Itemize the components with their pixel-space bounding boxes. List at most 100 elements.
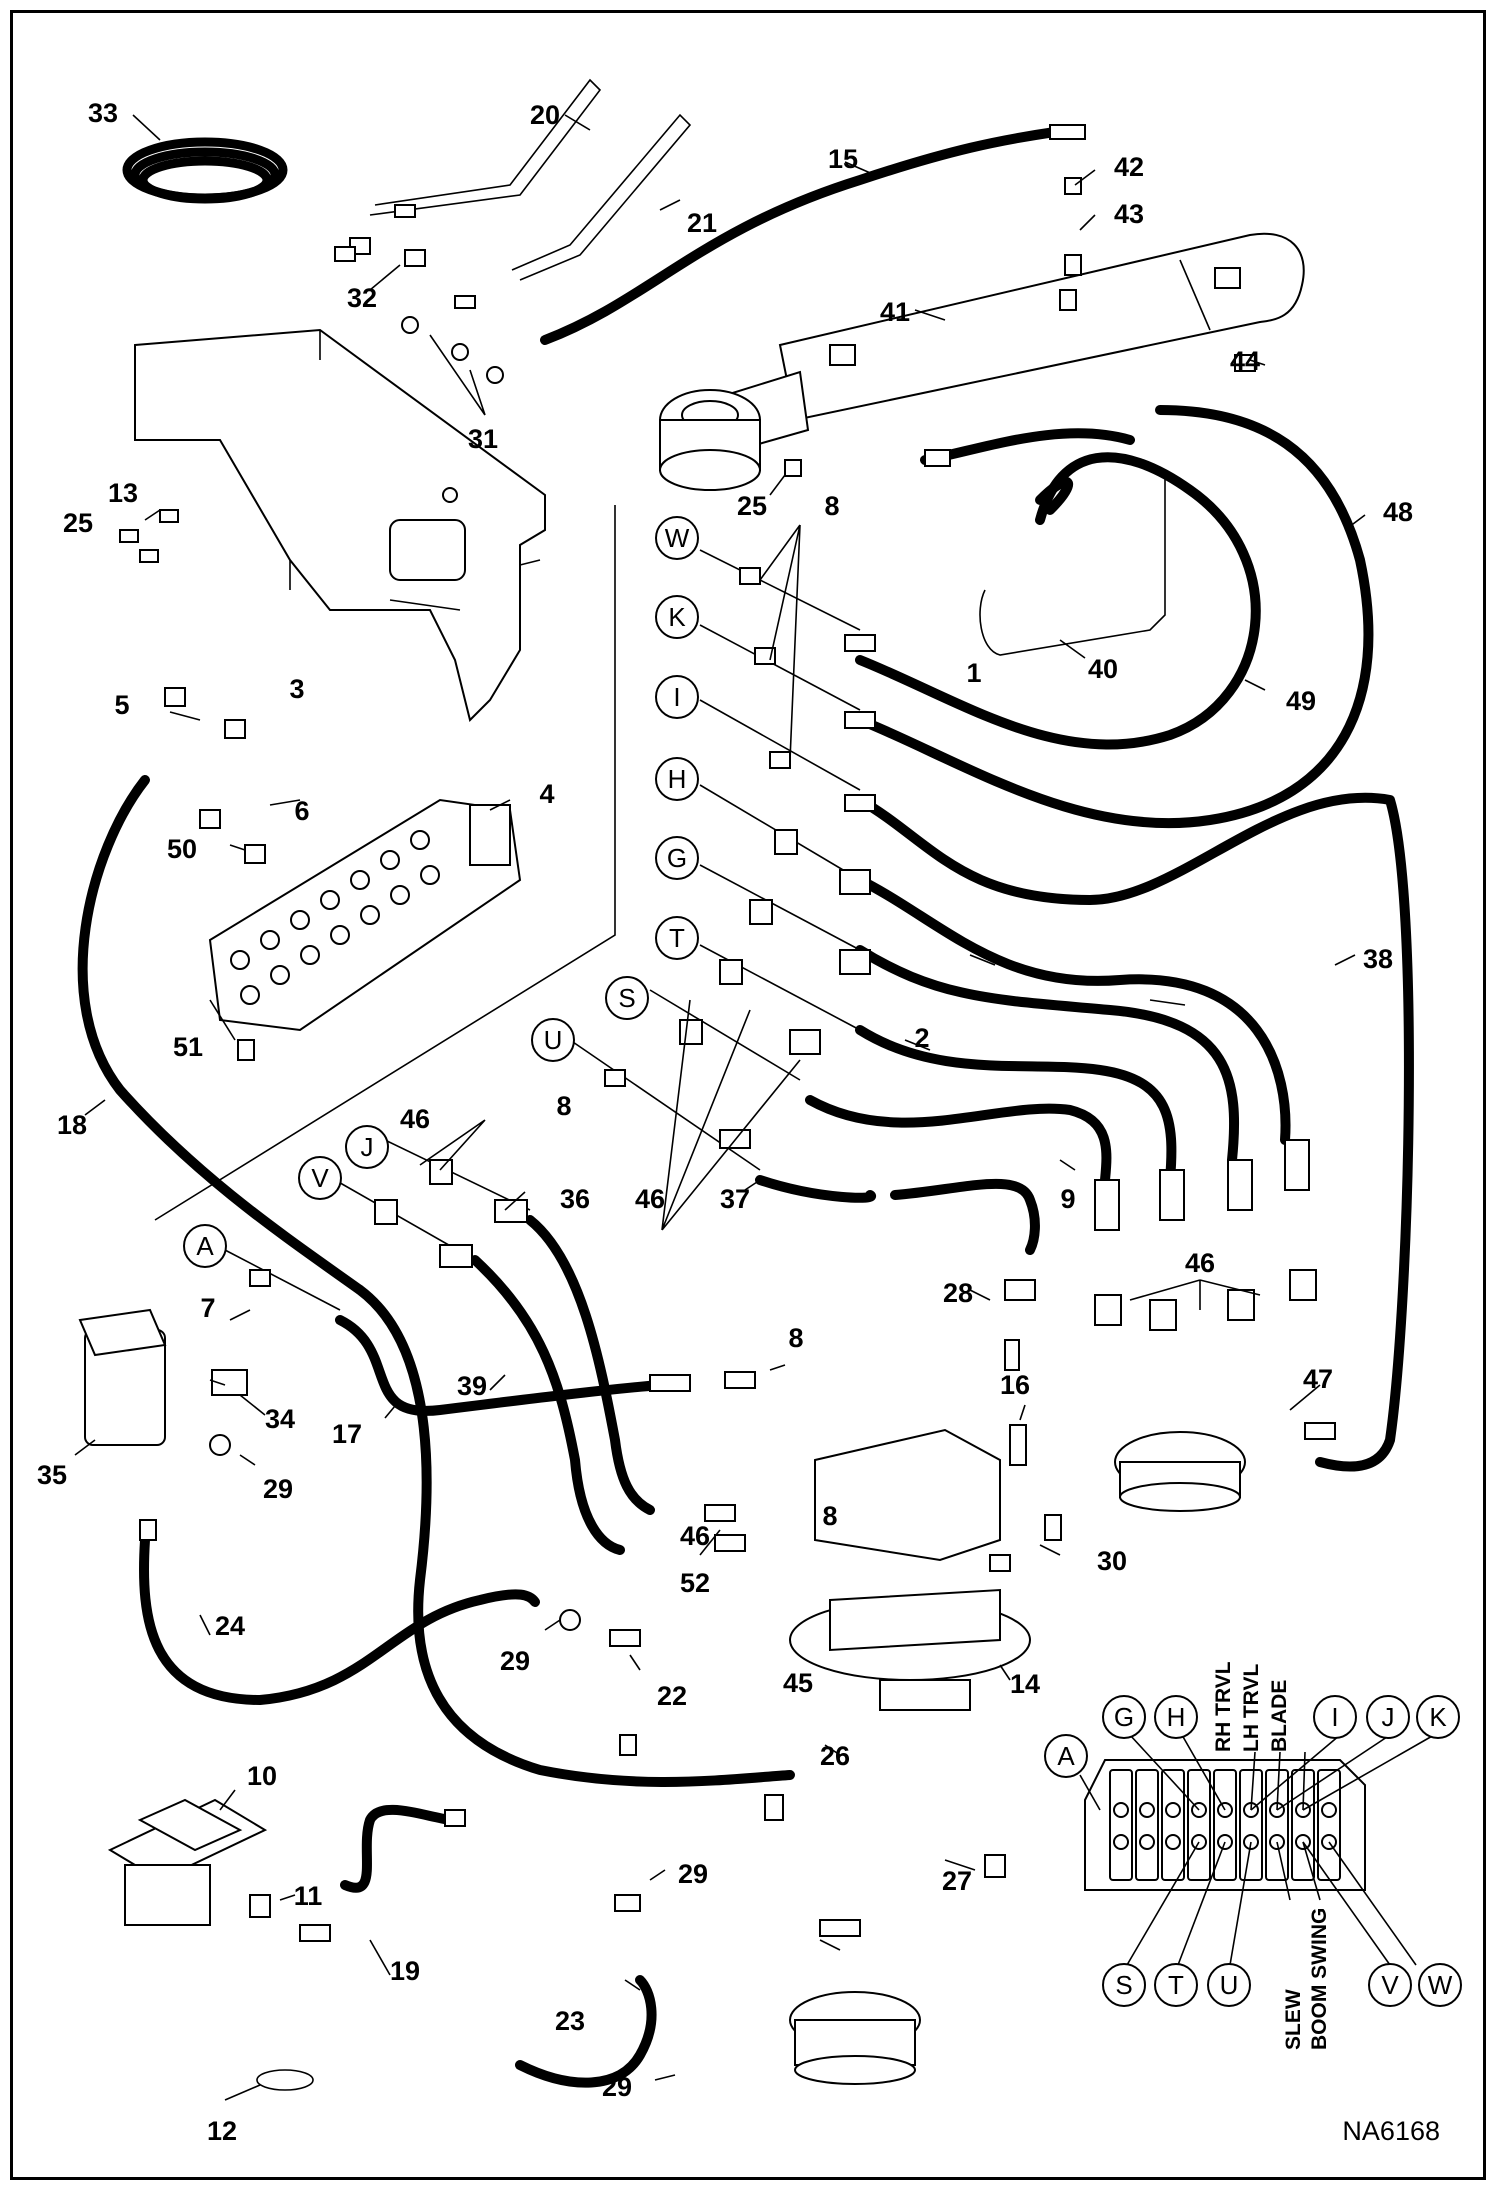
swing-motor: [789, 1428, 1031, 1711]
legend-vertical-label: LH TRVL: [1240, 1664, 1263, 1752]
part-number: 50: [167, 834, 197, 864]
part-number: 6: [294, 796, 309, 826]
part-number: 52: [680, 1568, 710, 1598]
port-letter: V: [311, 1163, 329, 1193]
part-number: 22: [657, 1681, 687, 1711]
part-number: 26: [820, 1741, 850, 1771]
clamp: [256, 2069, 314, 2091]
part-number: 11: [294, 1881, 323, 1911]
part-number: 45: [783, 1668, 813, 1698]
part-number: 8: [788, 1323, 803, 1353]
legend-port-letter: G: [1114, 1702, 1134, 1732]
legend-port-letter: K: [1429, 1702, 1447, 1732]
hose-36: [525, 1215, 655, 1515]
part-number: 34: [265, 1404, 295, 1434]
rotary-joint-lower: [789, 1991, 921, 2085]
part-number: 46: [1185, 1248, 1215, 1278]
part-number: 49: [1286, 686, 1316, 716]
fittings: [119, 177, 1336, 1942]
part-number: 12: [207, 2116, 237, 2146]
part-number: 20: [530, 100, 560, 130]
port-letter: G: [667, 843, 687, 873]
part-number: 2: [914, 1023, 929, 1053]
part-number: 35: [37, 1460, 67, 1490]
part-number: 39: [457, 1371, 487, 1401]
hose-2: [855, 1025, 1177, 1185]
part-number: 42: [1114, 152, 1144, 182]
part-number: 8: [822, 1501, 837, 1531]
port-letter: J: [361, 1132, 374, 1162]
boom-cylinder: [659, 232, 1305, 491]
part-number: 15: [828, 144, 858, 174]
part-number: 41: [880, 297, 910, 327]
port-letter: T: [669, 923, 685, 953]
pedal-block: [107, 1798, 268, 1926]
part-number: 9: [1060, 1184, 1075, 1214]
part-number: 19: [390, 1956, 420, 1986]
part-number: 27: [942, 1866, 972, 1896]
part-number: 29: [500, 1646, 530, 1676]
part-number: 1: [966, 658, 981, 688]
port-letter: U: [544, 1025, 563, 1055]
rotary-joint: [1114, 1431, 1246, 1512]
legend-port-letter: I: [1331, 1702, 1338, 1732]
legend-vertical-label: BLADE: [1268, 1680, 1291, 1752]
part-number: 32: [347, 283, 377, 313]
hose-48: [855, 405, 1374, 829]
hose-24: [138, 1535, 540, 1705]
part-number: 8: [556, 1091, 571, 1121]
part-number: 37: [720, 1184, 750, 1214]
part-number: 46: [400, 1104, 430, 1134]
part-number: 25: [63, 508, 93, 538]
legend-port-letter: T: [1168, 1970, 1184, 2000]
part-number: 29: [678, 1859, 708, 1889]
part-number: 5: [114, 690, 129, 720]
legend-port-letter: W: [1428, 1970, 1453, 2000]
hose-9: [805, 1095, 1112, 1185]
port-letter: W: [665, 523, 690, 553]
part-number: 13: [108, 478, 138, 508]
part-number: 10: [247, 1761, 277, 1791]
part-number: 43: [1114, 199, 1144, 229]
legend-vertical-label: SLEW: [1282, 1989, 1305, 2050]
hose-15: [540, 127, 1060, 345]
part-number: 46: [680, 1521, 710, 1551]
legend-port-letter: U: [1220, 1970, 1239, 2000]
part-number: 33: [88, 98, 118, 128]
legend-port-letter: H: [1167, 1702, 1186, 1732]
part-number: 38: [1363, 944, 1393, 974]
hose-1a: [855, 875, 1291, 1145]
port-letter: S: [618, 983, 635, 1013]
part-number: 44: [1230, 346, 1260, 376]
legend-vertical-label: RH TRVL: [1212, 1661, 1235, 1752]
legend-port-a: A: [1057, 1741, 1075, 1771]
hose-18: [77, 775, 795, 1787]
part-number: 18: [57, 1110, 87, 1140]
part-number: 28: [943, 1278, 973, 1308]
part-number: 21: [687, 208, 717, 238]
legend-port-letter: V: [1381, 1970, 1399, 2000]
part-number: 29: [263, 1474, 293, 1504]
legend-port-letter: S: [1115, 1970, 1132, 2000]
part-number: 17: [332, 1419, 362, 1449]
legend-vertical-label: BOOM SWING: [1308, 1908, 1331, 2050]
part-number: 48: [1383, 497, 1413, 527]
part-number: 46: [635, 1184, 665, 1214]
legend-port-letter: J: [1382, 1702, 1395, 1732]
part-number: 4: [539, 779, 554, 809]
part-number: 31: [468, 424, 498, 454]
port-circles: W K I H G T S U J V A: [183, 516, 699, 1268]
hose-39: [470, 1255, 625, 1555]
part-number: 51: [173, 1032, 203, 1062]
hose-37b: [890, 1178, 1040, 1255]
part-number: 30: [1097, 1546, 1127, 1576]
part-number: 47: [1303, 1364, 1333, 1394]
valve-port-legend: A G H I J K S T U V W RH TRVL LH TRVL BL…: [1044, 1661, 1462, 2050]
hose-49: [855, 452, 1261, 750]
figure-code: NA6168: [1342, 2116, 1440, 2146]
hose-38: [855, 792, 1414, 1472]
part-number: 29: [602, 2072, 632, 2102]
hose-40-loop: [1035, 477, 1073, 515]
cab-frame-bracket: [134, 328, 546, 722]
